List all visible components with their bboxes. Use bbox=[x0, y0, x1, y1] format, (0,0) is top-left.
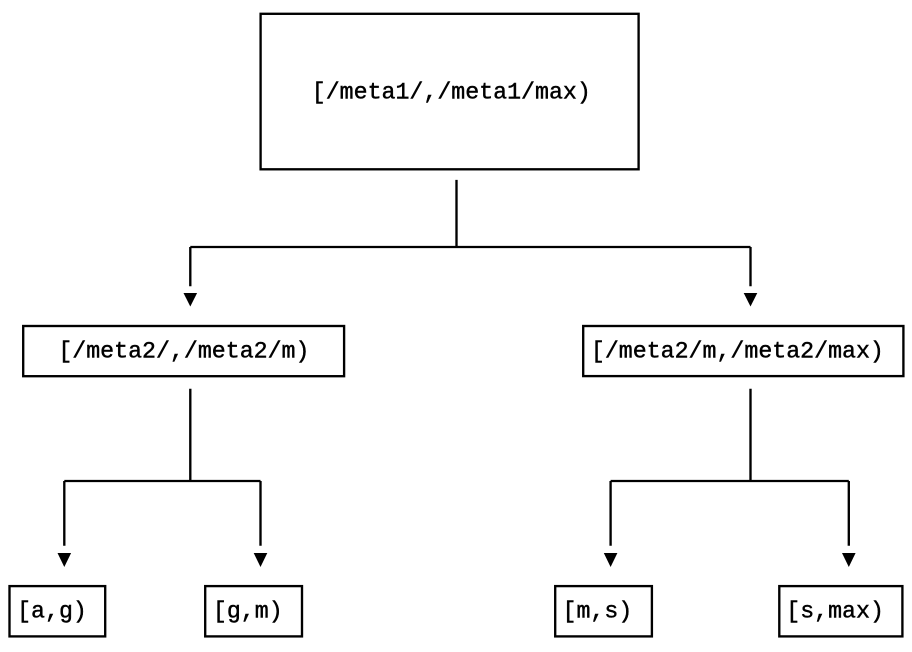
svg-text:[g,m): [g,m) bbox=[213, 599, 283, 625]
svg-text:[m,s): [m,s) bbox=[563, 599, 633, 625]
svg-text:[s,max): [s,max) bbox=[786, 599, 884, 625]
svg-text:[/meta2/m,/meta2/max): [/meta2/m,/meta2/max) bbox=[591, 339, 884, 365]
svg-text:[a,g): [a,g) bbox=[17, 599, 87, 625]
svg-text:[/meta1/,/meta1/max): [/meta1/,/meta1/max) bbox=[312, 79, 591, 105]
svg-text:[/meta2/,/meta2/m): [/meta2/,/meta2/m) bbox=[58, 339, 309, 365]
